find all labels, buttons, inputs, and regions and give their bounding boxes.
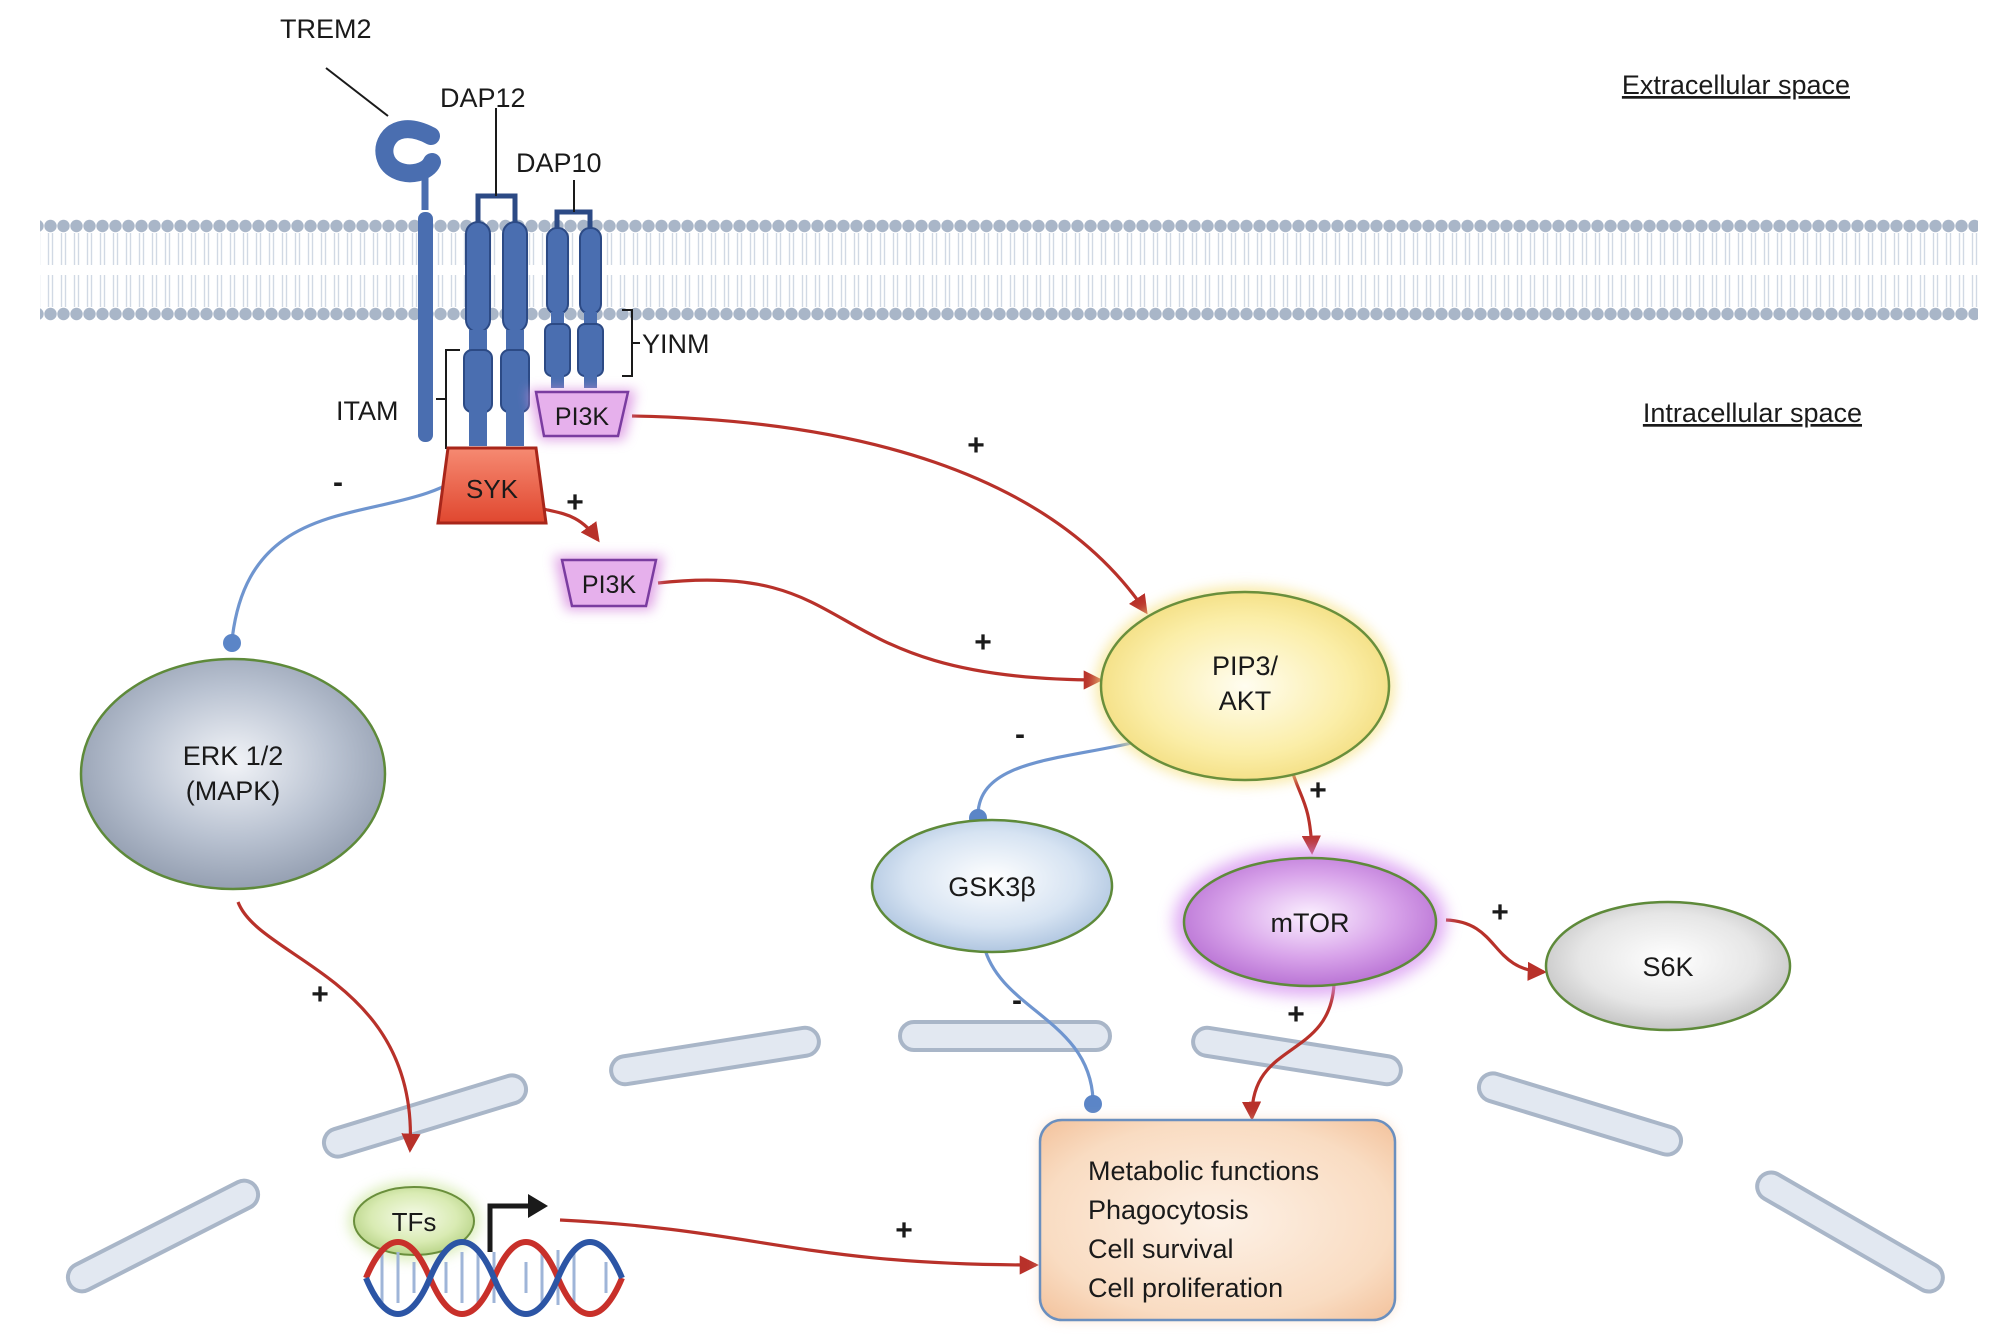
pi3k-bottom-label: PI3K: [582, 571, 637, 599]
gsk3b-label: GSK3β: [948, 872, 1036, 902]
intracellular-label: Intracellular space: [1643, 398, 1862, 428]
mtor-label: mTOR: [1271, 908, 1350, 938]
structure-labels: TREM2 DAP12 DAP10 YINM ITAM Extracellula…: [280, 14, 1862, 428]
nuclear-envelope: [65, 1020, 1945, 1294]
erk-node: ERK 1/2 (MAPK): [79, 657, 387, 891]
sign-erk-tfs: +: [311, 978, 329, 1011]
extracellular-label: Extracellular space: [1622, 70, 1850, 100]
pi3k-top-node: PI3K: [528, 390, 636, 440]
cell-membrane: [40, 215, 1978, 325]
label-leaders: [325, 67, 640, 449]
dap10-dimer: [544, 209, 604, 388]
erk-label-line2: (MAPK): [186, 776, 281, 806]
mtor-outcome-activation: [1242, 983, 1336, 1121]
mtor-s6k-activation: [1445, 918, 1547, 981]
sign-pi3k2-pip3: +: [974, 626, 992, 659]
sign-pi3k-pip3: +: [967, 429, 985, 462]
tfs-node: TFs: [348, 1181, 480, 1261]
gsk-outcome-inhibition: [982, 945, 1095, 1101]
dap10-label: DAP10: [516, 148, 602, 178]
sign-tfs-outcome: +: [895, 1214, 913, 1247]
erk-label-line1: ERK 1/2: [183, 741, 284, 771]
pi3k-bottom-node: PI3K: [554, 556, 664, 610]
outcome-item: Metabolic functions: [1088, 1156, 1319, 1186]
syk-label: SYK: [466, 474, 519, 504]
s6k-node: S6K: [1544, 900, 1792, 1032]
sign-gsk-outcome: -: [1012, 984, 1022, 1017]
sign-syk-pi3k: +: [566, 486, 584, 519]
trem2-label: TREM2: [280, 14, 372, 44]
sign-pip3-gsk: -: [1015, 718, 1025, 751]
sign-mtor-s6k: +: [1491, 896, 1509, 929]
connectors: [230, 414, 1547, 1275]
pi3k2-pip3-activation: [657, 578, 1103, 690]
syk-erk-inhibition: [230, 468, 472, 641]
sign-mtor-outcome: +: [1287, 998, 1305, 1031]
outcome-item: Cell proliferation: [1088, 1273, 1283, 1303]
dap12-label: DAP12: [440, 83, 526, 113]
tfs-label: TFs: [392, 1207, 437, 1237]
outcome-item: Cell survival: [1088, 1234, 1234, 1264]
mtor-node: mTOR: [1174, 848, 1446, 996]
gsk3b-node: GSK3β: [870, 818, 1114, 954]
yinm-label: YINM: [642, 329, 710, 359]
syk-node: SYK: [436, 446, 548, 525]
cellular-outcomes-box: Metabolic functions Phagocytosis Cell su…: [1038, 1118, 1397, 1322]
s6k-label: S6K: [1642, 952, 1693, 982]
dap12-dimer: [463, 193, 530, 446]
pi3k-top-label: PI3K: [555, 403, 610, 431]
tfs-outcome-activation: [559, 1218, 1039, 1275]
erk-tfs-activation: [236, 901, 421, 1153]
outcome-item: Phagocytosis: [1088, 1195, 1249, 1225]
pi3k-pip3-activation: [631, 414, 1148, 615]
signs: - + + + - + + + - + +: [311, 429, 1509, 1247]
itam-label: ITAM: [336, 396, 399, 426]
trem2-receptor: [375, 120, 441, 442]
pip3-label-line1: PIP3/: [1212, 651, 1279, 681]
sign-syk-erk: -: [333, 466, 343, 499]
pip3-gsk-inhibition: [976, 740, 1137, 815]
pip3-label-line2: AKT: [1219, 686, 1272, 716]
pip3-akt-node: PIP3/ AKT: [1095, 586, 1395, 786]
transcription-start-icon: [487, 1194, 548, 1252]
sign-pip3-mtor: +: [1309, 774, 1327, 807]
dna-helix-icon: [363, 1239, 625, 1317]
